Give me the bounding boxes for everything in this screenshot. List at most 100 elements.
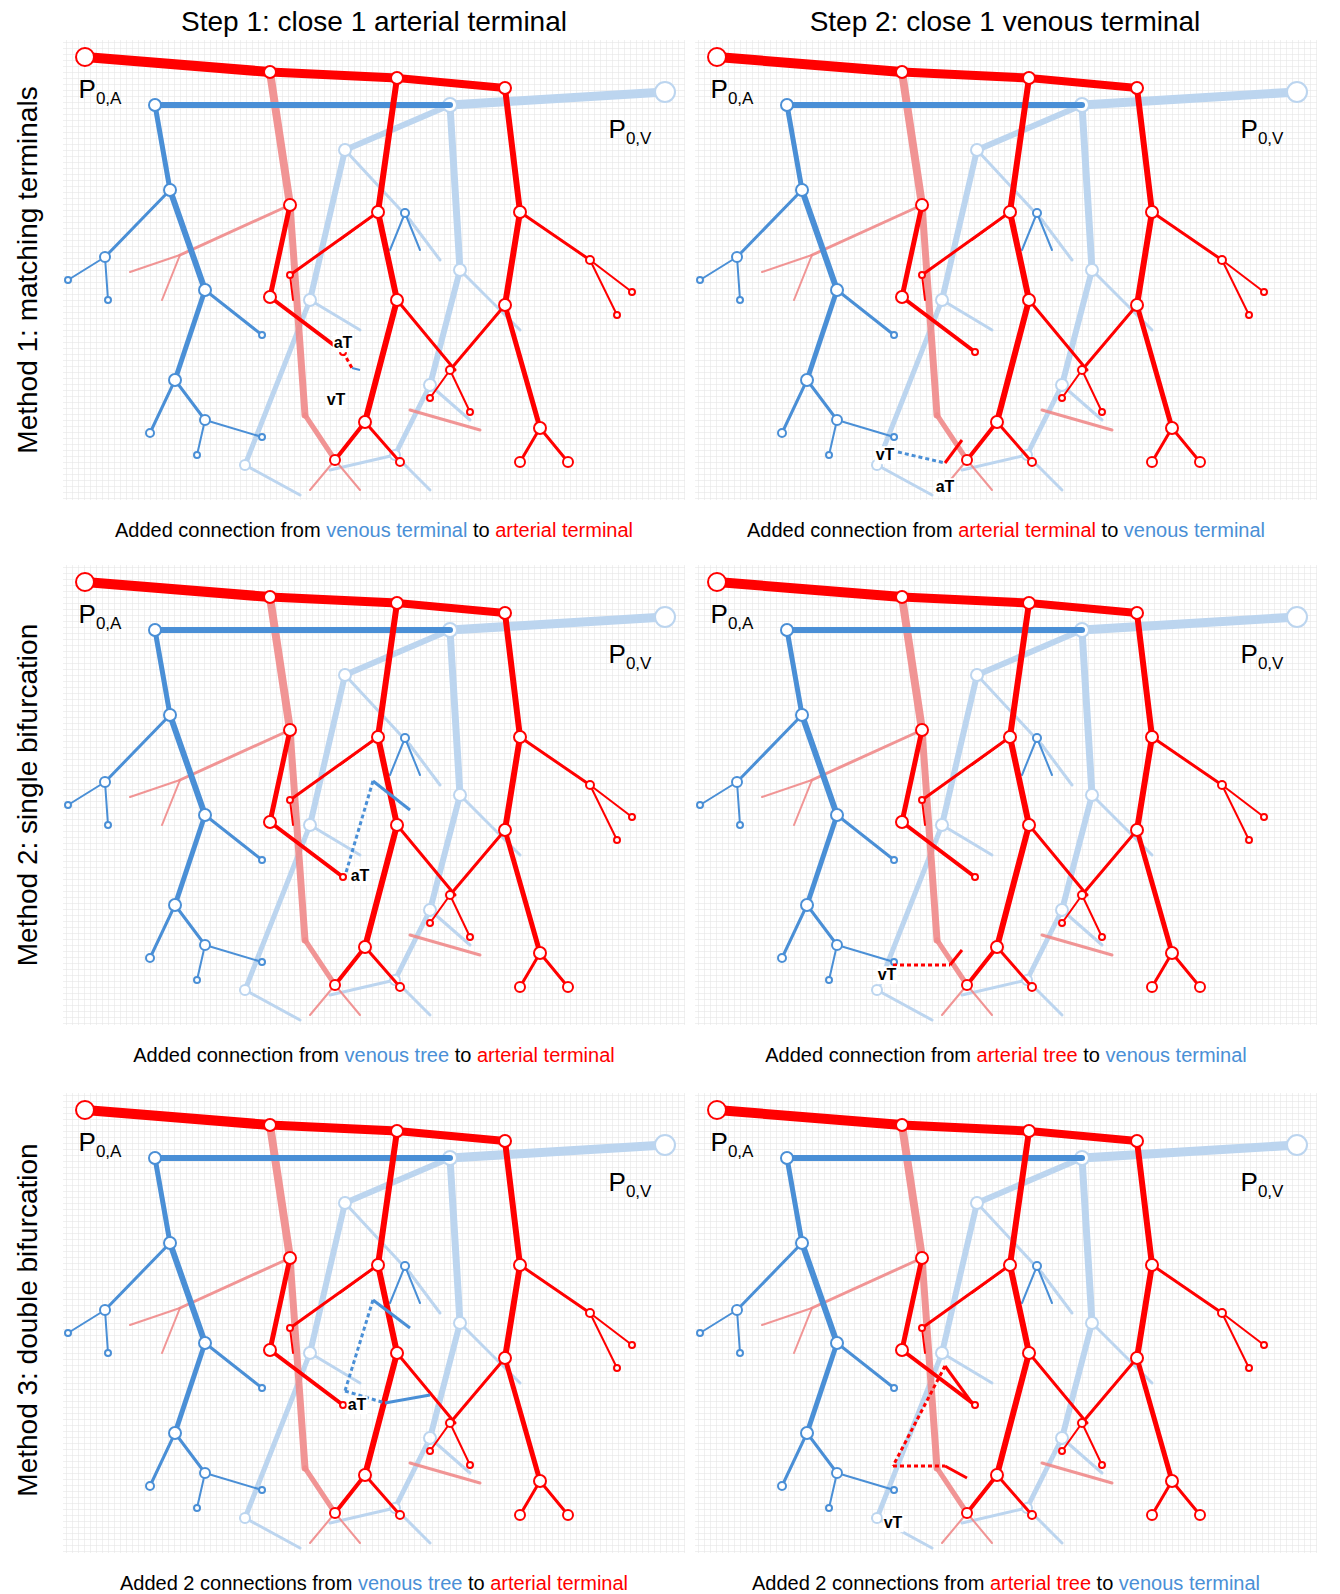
- venous-vessel-faded: [345, 1203, 410, 1273]
- venous-vessel: [700, 1310, 737, 1333]
- vessel-node: [164, 709, 176, 721]
- arterial-vessel: [997, 947, 1032, 987]
- venous-vessel: [787, 1158, 802, 1243]
- arterial-vessel: [590, 785, 617, 840]
- vessel-node: [1147, 982, 1157, 992]
- vessel: [352, 368, 360, 370]
- vessel-node: [655, 607, 675, 627]
- vessel-node: [991, 416, 1003, 428]
- venous-vessel-faded: [245, 990, 300, 1020]
- arterial-vessel: [972, 1265, 1010, 1293]
- vessel-node: [427, 395, 433, 401]
- vessel-node: [991, 941, 1003, 953]
- venous-vessel: [105, 782, 108, 825]
- vessel-node: [401, 209, 409, 217]
- vessel-node: [1195, 1510, 1205, 1520]
- vessel-node: [891, 1487, 897, 1493]
- vessel-node: [427, 920, 433, 926]
- arterial-vessel-faded: [410, 935, 480, 955]
- venous-vessel: [1037, 213, 1052, 250]
- vessel-node: [1131, 824, 1143, 836]
- venous-vessel: [105, 1310, 108, 1353]
- arterial-vessel: [397, 603, 505, 613]
- grid-ground: [695, 565, 1317, 1025]
- arterial-vessel: [450, 1358, 505, 1423]
- venous-vessel-faded: [450, 1145, 665, 1158]
- venous-vessel: [807, 815, 837, 905]
- arterial-vessel: [1137, 1265, 1152, 1358]
- vessel-node: [1056, 904, 1068, 916]
- venous-vessel-faded: [977, 1203, 1042, 1273]
- venous-vessel-faded: [1062, 795, 1092, 910]
- vessel-node: [781, 1152, 793, 1164]
- vessel-node: [65, 277, 71, 283]
- arterial-vessel: [340, 212, 378, 240]
- arterial-vessel: [505, 88, 520, 212]
- vessel-node: [424, 379, 436, 391]
- vessel-node: [499, 607, 511, 619]
- pressure-label: P0,A: [79, 600, 122, 634]
- arterial-vessel-faded: [410, 410, 480, 430]
- arterial-vessel: [1029, 825, 1087, 895]
- arterial-vessel-faded: [130, 780, 180, 797]
- grid-ground: [63, 565, 685, 1025]
- venous-vessel: [155, 627, 450, 633]
- venous-vessel-faded: [1082, 617, 1297, 630]
- arterial-vessel: [397, 78, 505, 88]
- arterial-vessel: [922, 1265, 1010, 1328]
- arterial-vessel: [902, 72, 1029, 78]
- vessel-node: [391, 72, 403, 84]
- arterial-vessel: [397, 1131, 505, 1141]
- arterial-vessel: [902, 1350, 975, 1405]
- vessel-node: [614, 837, 620, 843]
- vessel-node: [872, 1513, 882, 1523]
- venous-vessel-faded: [330, 1508, 395, 1523]
- venous-vessel: [837, 815, 894, 860]
- arterial-vessel: [1222, 260, 1249, 315]
- vessel-node: [199, 1337, 211, 1349]
- vessel-node: [563, 1510, 573, 1520]
- vessel-node: [629, 814, 635, 820]
- arterial-vessel: [1010, 78, 1029, 212]
- arterial-vessel: [85, 1110, 270, 1125]
- added-connection: [345, 1300, 373, 1391]
- vessel-node: [391, 1347, 403, 1359]
- venous-vessel: [737, 257, 740, 300]
- venous-vessel-faded: [450, 617, 665, 630]
- vessel-node: [586, 1309, 594, 1317]
- venous-vessel: [205, 420, 262, 437]
- arterial-vessel-faded: [162, 780, 180, 825]
- vessel: [373, 781, 410, 810]
- arterial-vessel-faded: [1042, 935, 1112, 955]
- vessel-node: [169, 899, 181, 911]
- arterial-vessel: [397, 825, 455, 895]
- arterial-vessel: [997, 825, 1029, 947]
- terminal-label: vT: [326, 391, 347, 409]
- panel-caption: Added connection from arterial terminal …: [747, 519, 1265, 541]
- venous-vessel-faded: [395, 980, 430, 1015]
- vessel-node: [563, 457, 573, 467]
- vessel-node: [454, 264, 466, 276]
- vessel-node: [499, 299, 511, 311]
- venous-vessel: [787, 630, 802, 715]
- arterial-vessel: [1222, 785, 1249, 840]
- arterial-vessel-faded: [902, 597, 922, 730]
- vessel-node: [586, 781, 594, 789]
- vessel-node: [391, 294, 403, 306]
- added-connection: [893, 964, 950, 967]
- arterial-vessel: [1137, 737, 1152, 830]
- pressure-label: P0,V: [609, 115, 652, 149]
- arterial-vessel: [1029, 300, 1087, 370]
- vessel-node: [339, 1197, 351, 1209]
- arterial-vessel-faded: [812, 205, 922, 255]
- vessel-node: [240, 460, 250, 470]
- pressure-label: P0,A: [79, 75, 122, 109]
- arterial-vessel: [1029, 1131, 1137, 1141]
- vessel-node: [614, 1365, 620, 1371]
- venous-vessel-faded: [1042, 745, 1072, 785]
- venous-vessel-faded: [977, 630, 1082, 675]
- venous-vessel: [405, 213, 420, 250]
- vessel-node: [896, 66, 908, 78]
- vessel-node: [1287, 82, 1307, 102]
- vessel-node: [708, 1101, 726, 1119]
